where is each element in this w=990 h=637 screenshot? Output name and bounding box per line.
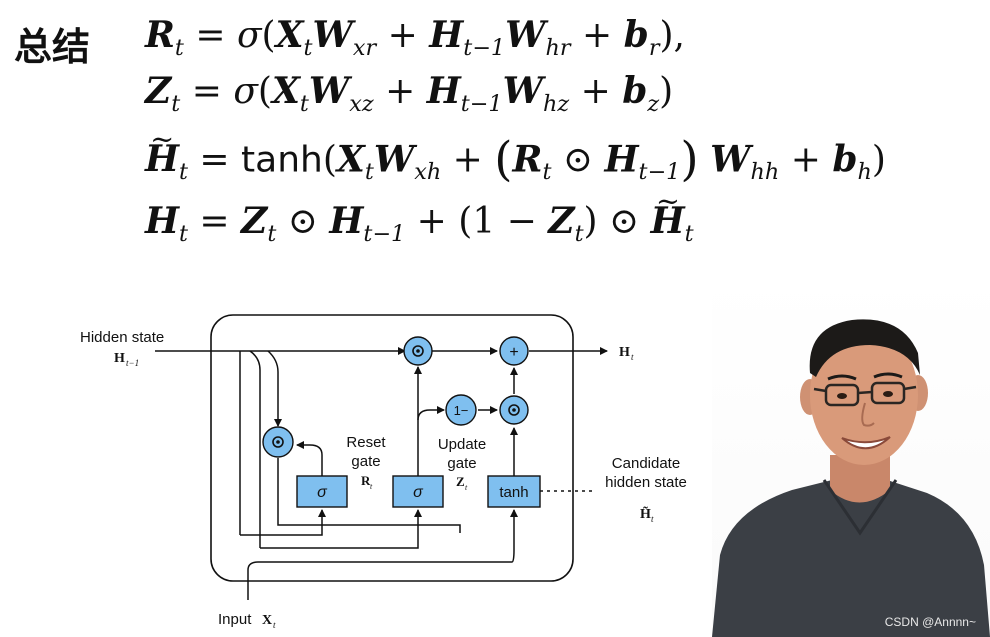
slide-title: 总结 (14, 25, 91, 69)
hidden-state-label: Hidden state (80, 329, 164, 346)
update-label-2: gate (447, 455, 476, 472)
svg-text:tanh: tanh (499, 484, 528, 501)
h-out-symbol: H (619, 345, 630, 360)
candidate-label-1: Candidate (612, 455, 680, 472)
equation-hidden-state: Ht = Zt ⊙ Ht−1 + (1 − Zt) ⊙ Ht (145, 184, 694, 247)
reset-label-1: Reset (346, 434, 386, 451)
one-minus-circle: 1− (445, 394, 477, 426)
h-out-sub: t (631, 352, 634, 362)
equation-reset-gate: Rt = σ(XtWxr + Ht−1Whr + br), (145, 14, 685, 61)
svg-text:σ: σ (413, 484, 424, 501)
candidate-symbol: H̃ (640, 505, 651, 522)
input-label: Input (218, 611, 252, 628)
candidate-label-2: hidden state (605, 474, 687, 491)
update-label-1: Update (438, 436, 486, 453)
svg-text:1−: 1− (454, 403, 469, 418)
presenter-video (712, 275, 990, 637)
odot-circle-top (403, 336, 433, 366)
reset-symbol: R (361, 473, 371, 488)
reset-gate-box: σ (296, 475, 348, 508)
odot-circle-update (499, 395, 529, 425)
svg-text:t: t (465, 483, 468, 492)
svg-text:t: t (370, 482, 373, 491)
equation-update-gate: Zt = σ(XtWxz + Ht−1Whz + bz) (145, 70, 674, 117)
odot-circle-reset (262, 426, 294, 458)
plus-circle: + (499, 336, 529, 366)
svg-text:t: t (273, 620, 276, 630)
svg-text:σ: σ (317, 484, 328, 501)
gru-cell-border (210, 314, 574, 582)
input-symbol: X (262, 613, 272, 628)
reset-label-2: gate (351, 453, 380, 470)
watermark: CSDN @Annnn~ (884, 615, 976, 629)
update-gate-box: σ (392, 475, 444, 508)
presenter-illustration (712, 319, 990, 637)
svg-text:t: t (651, 514, 654, 524)
h-prev-symbol: H (114, 351, 125, 366)
update-symbol: Z (456, 474, 465, 489)
svg-text:+: + (509, 344, 518, 361)
tanh-box: tanh (487, 475, 541, 508)
equation-candidate-state: Ht = tanh(XtWxh + (Rt ⊙ Ht−1) Whh + bh) (145, 122, 886, 187)
h-prev-sub: t−1 (126, 358, 139, 368)
